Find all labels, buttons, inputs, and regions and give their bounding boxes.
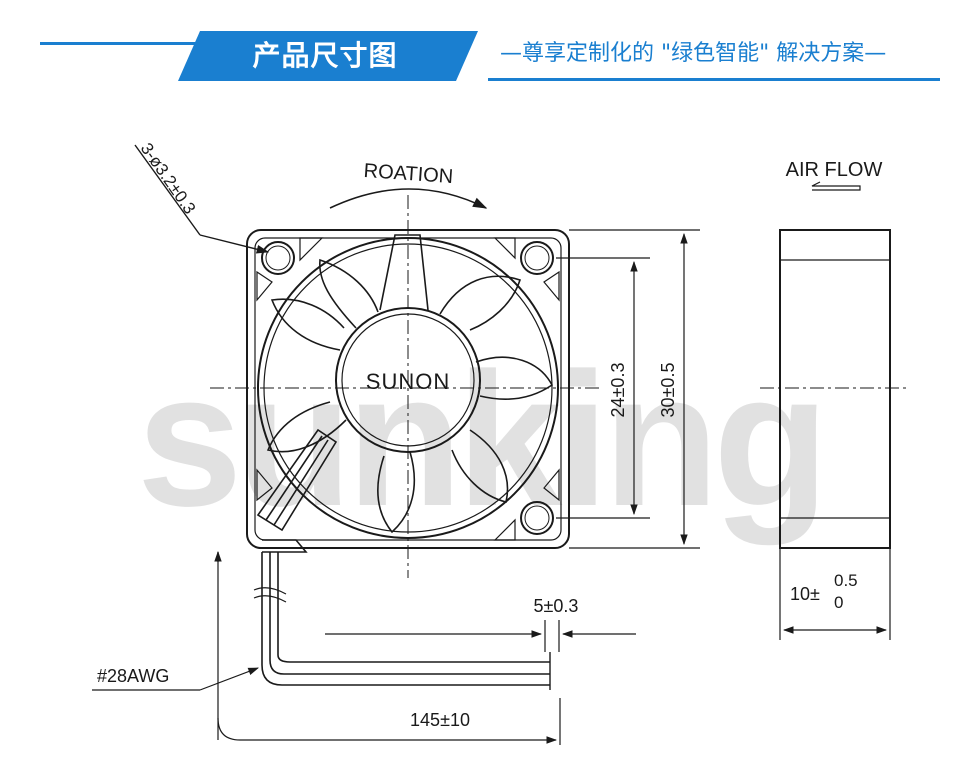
wire-gauge-label: #28AWG [97, 666, 169, 686]
hole-spacing-dimension: 24±0.3 [608, 363, 628, 418]
mount-hole-top-left [261, 241, 295, 275]
wire-length-dimension: 145±10 [410, 710, 470, 730]
mount-hole-top-right [520, 241, 554, 275]
airflow-label: AIR FLOW [786, 159, 883, 181]
fan-blades [266, 234, 554, 534]
thickness-tol-upper: 0.5 [834, 571, 858, 590]
wire-exit [256, 428, 338, 553]
banner-rule-left [40, 42, 210, 45]
thickness-tol-lower: 0 [834, 593, 843, 612]
title-badge [178, 31, 478, 81]
fan-side-view [779, 229, 891, 549]
watermark-text: sunking [137, 334, 823, 546]
banner-rule-right [488, 78, 940, 81]
page-slogan: —尊享定制化的 "绿色智能" 解决方案— [500, 41, 887, 66]
thickness-dimension: 10± [790, 584, 820, 604]
rotation-label: ROATION [363, 160, 454, 188]
header-banner: 产品尺寸图 —尊享定制化的 "绿色智能" 解决方案— [0, 0, 980, 100]
wire-strip-dimension: 5±0.3 [534, 596, 579, 616]
fan-dimension-drawing: sunking [92, 139, 910, 745]
lead-wires [253, 552, 551, 690]
rotation-arrow [329, 188, 488, 209]
airflow-arrow [811, 181, 861, 191]
hole-spec-label: 3-ø3.2±0.3 [137, 139, 200, 217]
page-title: 产品尺寸图 [252, 39, 398, 72]
mount-hole-bottom-right [520, 501, 554, 535]
frame-size-dimension: 30±0.5 [658, 363, 678, 418]
hub-brand-label: SUNON [366, 369, 450, 394]
